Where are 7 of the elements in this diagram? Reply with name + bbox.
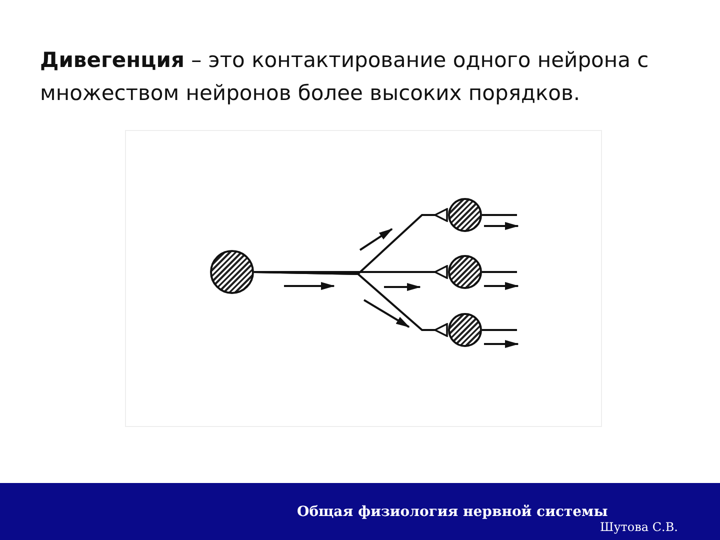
axon-line xyxy=(482,329,517,331)
axon-line xyxy=(482,271,517,273)
axon-synapse-connector xyxy=(254,271,448,337)
footer-title: Общая физиология нервной системы xyxy=(297,504,608,520)
author-name: Шутова С.В. xyxy=(600,520,678,534)
axon-line xyxy=(482,214,517,216)
slide-title: Дивегенция – это контактирование одного нейрона с множеством нейронов более высоких порядков. xyxy=(40,47,650,107)
